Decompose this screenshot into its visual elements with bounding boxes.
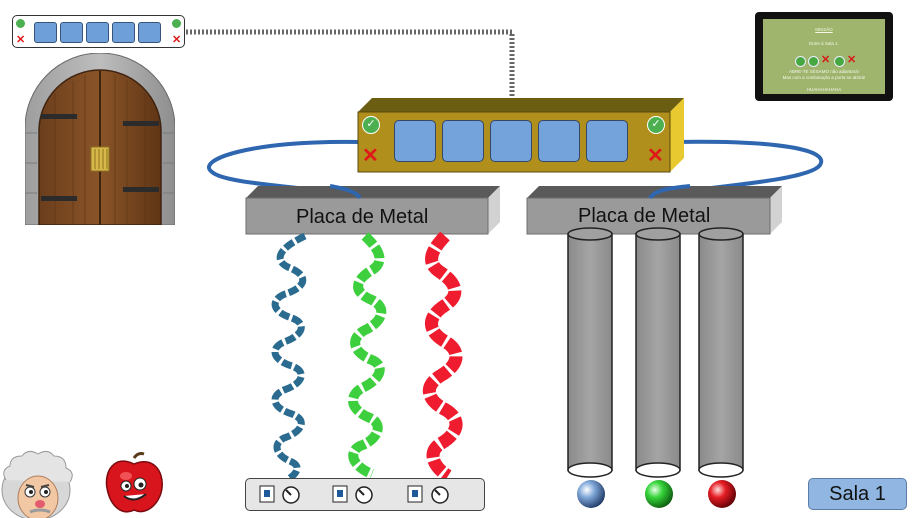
tube-3[interactable]: [698, 227, 744, 478]
ball-red[interactable]: [708, 480, 736, 508]
wire-terminals: [259, 485, 449, 504]
metal-plate-right-label: Placa de Metal: [578, 205, 711, 227]
mini-slot[interactable]: [112, 22, 135, 43]
cross-icon: ✕: [172, 34, 182, 46]
ball-blue[interactable]: [577, 480, 605, 508]
check-icon: ✓: [647, 116, 665, 134]
ball-green[interactable]: [645, 480, 673, 508]
check-icon: [172, 19, 181, 28]
cross-icon: ✕: [847, 54, 857, 66]
room-button[interactable]: Sala 1: [808, 478, 907, 510]
terminal-blue[interactable]: [259, 485, 300, 504]
lock-slot-5[interactable]: [586, 120, 628, 162]
cross-icon: ✕: [16, 34, 26, 46]
wire-red[interactable]: [423, 231, 463, 482]
mini-slot[interactable]: [86, 22, 109, 43]
lock-slot-1[interactable]: [394, 120, 436, 162]
tablet-line: Entre à Sala 1.: [809, 41, 839, 46]
tablet-line: Mas com a combinação a porta se abrirá!: [782, 75, 866, 80]
apple-character[interactable]: [104, 452, 164, 516]
cross-icon: ✕: [821, 54, 831, 66]
check-icon: ✓: [362, 116, 380, 134]
wooden-door[interactable]: [25, 53, 175, 225]
mission-tablet[interactable]: MISSÃO Entre à Sala 1. ✕ ✕ ABRE-TE SÉSAM…: [755, 12, 893, 101]
lock-slot-2[interactable]: [442, 120, 484, 162]
check-icon: [16, 19, 25, 28]
einstein-character[interactable]: [0, 450, 75, 518]
lock-slot-4[interactable]: [538, 120, 580, 162]
check-icon: [834, 56, 845, 67]
mini-slot[interactable]: [138, 22, 161, 43]
mini-slot[interactable]: [34, 22, 57, 43]
cross-icon: ✕: [362, 145, 379, 167]
wire-green[interactable]: [348, 232, 387, 479]
wire-blue[interactable]: [271, 232, 307, 481]
check-icon: [795, 56, 806, 67]
lock-slot-3[interactable]: [490, 120, 532, 162]
tube-1[interactable]: [567, 227, 613, 478]
cross-icon: ✕: [647, 145, 664, 167]
tablet-footer: HUAHAHAHAHA: [806, 87, 842, 92]
tablet-line: ABRE-TE SÉSAMO não adiantará!: [788, 69, 860, 74]
tablet-screen: MISSÃO Entre à Sala 1. ✕ ✕ ABRE-TE SÉSAM…: [763, 19, 885, 94]
terminal-red[interactable]: [407, 485, 449, 504]
check-icon: [808, 56, 819, 67]
tube-2[interactable]: [635, 227, 681, 478]
metal-plate-left-label: Placa de Metal: [296, 206, 429, 228]
mini-slot[interactable]: [60, 22, 83, 43]
terminal-green[interactable]: [332, 485, 373, 504]
code-panel-mini[interactable]: ✕ ✕: [12, 15, 185, 48]
tablet-title: MISSÃO: [815, 27, 833, 32]
